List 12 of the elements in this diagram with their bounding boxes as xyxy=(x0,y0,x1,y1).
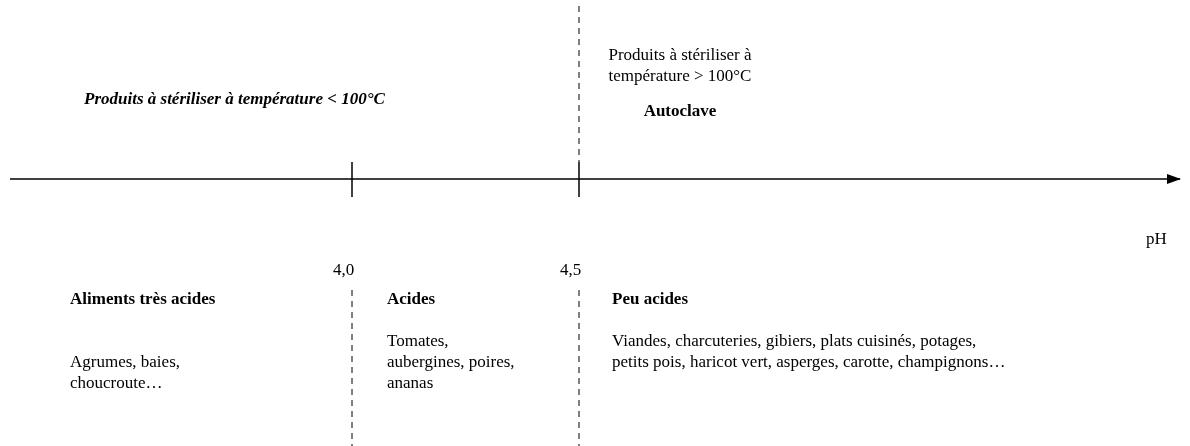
zone-title: Produits à stériliser à température < 100°C xyxy=(84,88,385,109)
category-heading: Peu acides xyxy=(612,288,690,309)
zone-subtitle: Autoclave xyxy=(642,100,718,121)
category-heading: Acides xyxy=(387,288,437,309)
zone-title: Produits à stériliser à température > 100°C xyxy=(607,44,753,86)
tick-label: 4,0 xyxy=(333,259,355,280)
axis-label: pH xyxy=(1146,228,1167,249)
food-list: Agrumes, baies, choucroute… xyxy=(70,351,190,393)
food-list: Viandes, charcuteries, gibiers, plats cuisinés, potages, petits pois, haricot vert, asperges, carotte, champignons… xyxy=(612,330,1012,372)
category-heading: Aliments très acides xyxy=(70,288,217,309)
tick-label: 4,5 xyxy=(560,259,582,280)
food-list: Tomates, aubergines, poires, ananas xyxy=(387,330,517,393)
